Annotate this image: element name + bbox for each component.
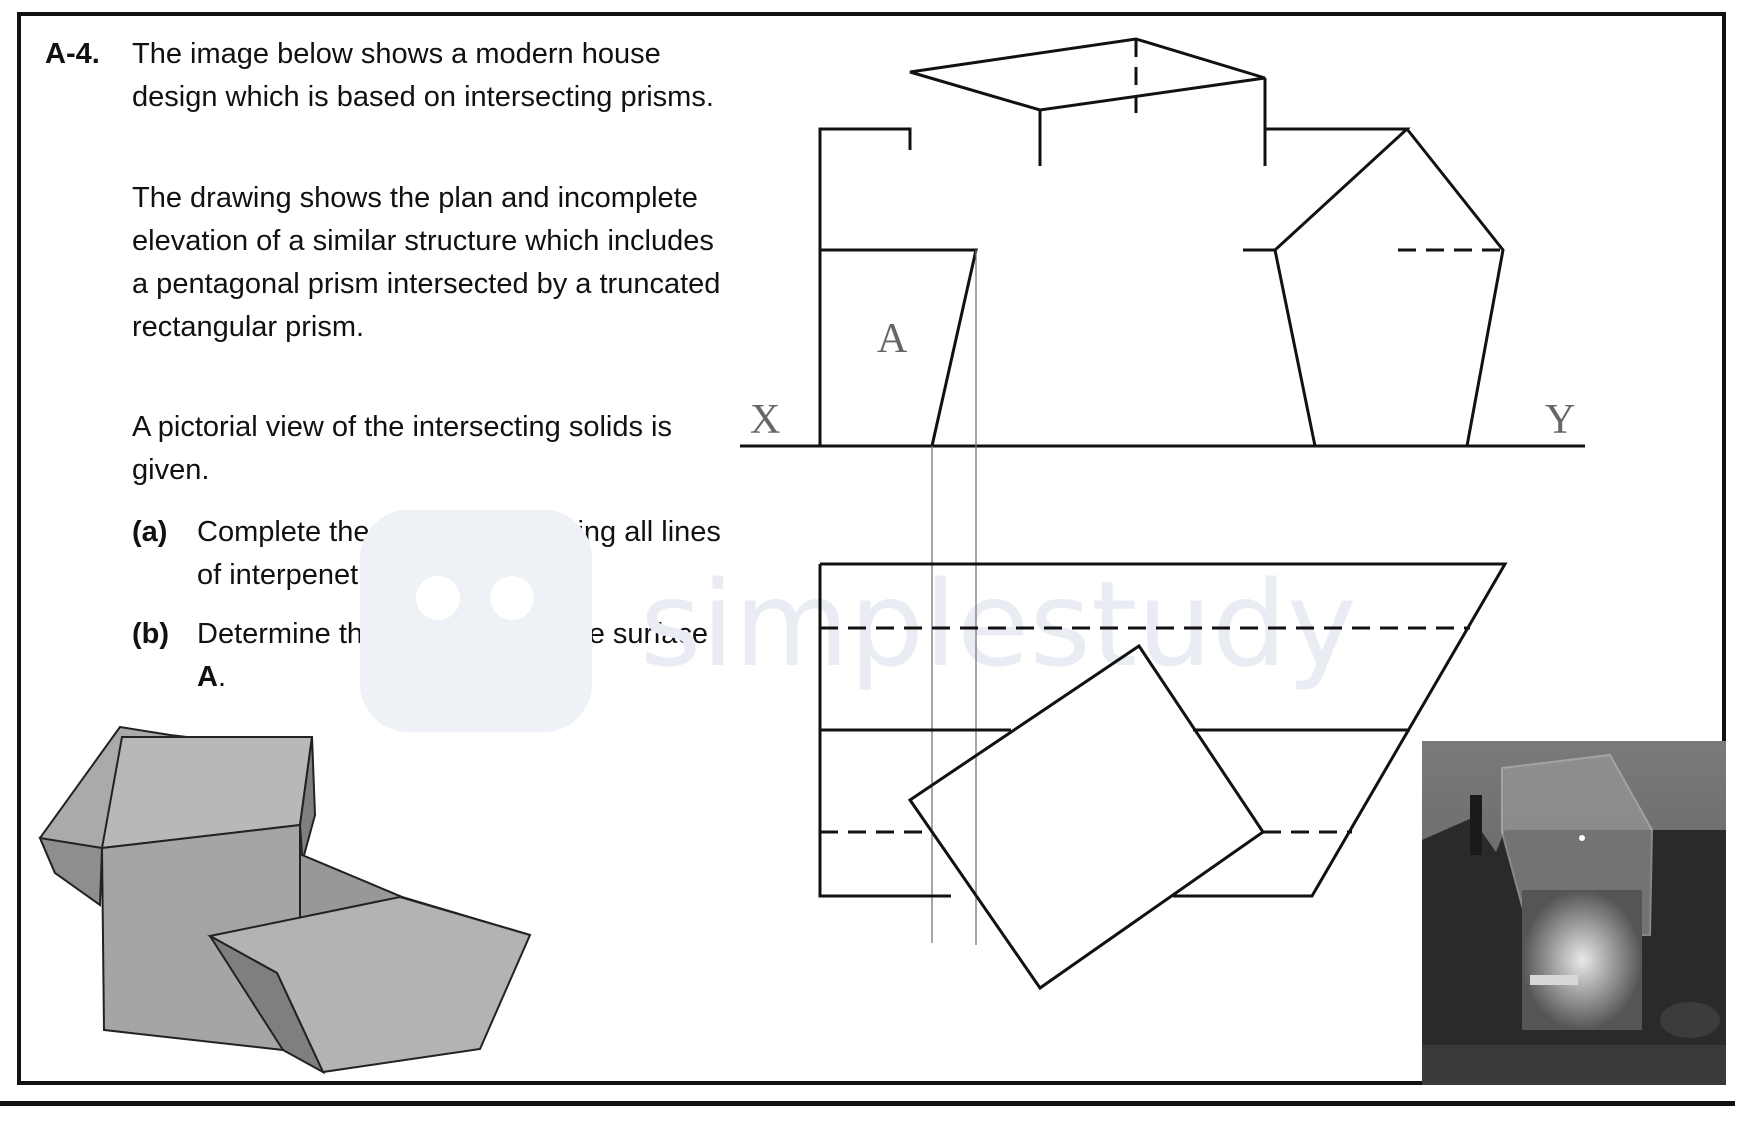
- question-description: The drawing shows the plan and incomplet…: [132, 182, 721, 343]
- plan-rectangular-prism: [907, 643, 1266, 991]
- watermark-text: simplestudy: [640, 555, 1357, 693]
- pictorial-view: [38, 725, 532, 1075]
- surface-a-label: A: [877, 316, 908, 362]
- watermark-logo-eye-left: [416, 576, 460, 620]
- question-number: A-4.: [45, 38, 100, 70]
- xy-label-y: Y: [1545, 397, 1575, 443]
- photo-ground: [1422, 1045, 1726, 1085]
- pictorial-pentagon-chamfer: [209, 935, 326, 1075]
- photo-ceiling-light: [1579, 835, 1585, 841]
- page-border: [17, 12, 1726, 1085]
- house-photo: [1422, 741, 1726, 1085]
- watermark-logo-eye-right: [490, 576, 534, 620]
- bottom-rule: [0, 1101, 1735, 1106]
- part-a-label: (a): [132, 516, 168, 548]
- elevation: A X Y: [740, 37, 1585, 945]
- elevation-pentagon-right-edge: [1405, 128, 1505, 447]
- elevation-left-block: [818, 127, 912, 446]
- part-b-surface-ref: A: [197, 661, 218, 693]
- pictorial-note: A pictorial view of the intersecting sol…: [132, 411, 672, 486]
- watermark: simplestudy: [360, 510, 1357, 732]
- pictorial-pentagon-side: [38, 836, 104, 907]
- photo-table: [1530, 975, 1578, 985]
- watermark-logo-icon: [360, 510, 592, 732]
- photo-chimney: [1470, 795, 1482, 855]
- plan-pentagon-outline-left: [818, 564, 951, 898]
- question-intro: The image below shows a modern house des…: [132, 38, 714, 113]
- elevation-top-block: [909, 37, 1266, 112]
- photo-shrub-right: [1660, 1002, 1720, 1038]
- photo-lit-interior: [1522, 890, 1642, 1030]
- part-b-text-end: .: [217, 661, 227, 693]
- plan: [818, 562, 1508, 991]
- part-b-label: (b): [132, 618, 170, 650]
- elevation-pentagon-left-edge: [1263, 127, 1411, 447]
- xy-label-x: X: [750, 397, 780, 443]
